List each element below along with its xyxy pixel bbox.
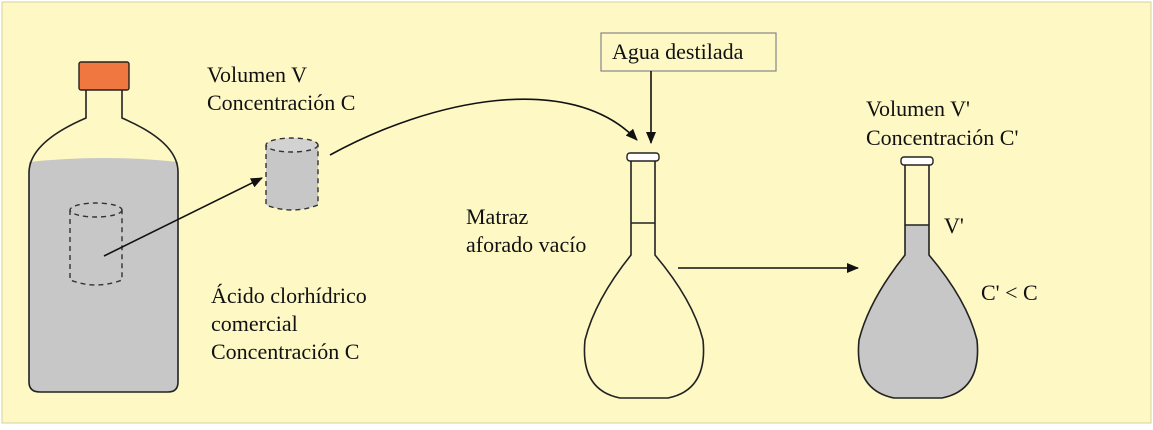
- acid-label-line1: Ácido clorhídrico: [211, 283, 367, 308]
- arrow-aliquot-to-flask: [329, 98, 638, 156]
- empty-flask-label-line2: aforado vacío: [466, 232, 586, 257]
- calibration-mark-label: V': [944, 213, 964, 238]
- dashed-aliquot-in-bottle: [69, 202, 123, 286]
- acid-label-line3: Concentración C: [211, 339, 359, 364]
- empty-volumetric-flask: [583, 152, 705, 399]
- bottle-outline: [28, 90, 179, 393]
- empty-flask-label-line1: Matraz: [466, 204, 529, 229]
- reagent-bottle: [28, 61, 179, 393]
- aliquot-cylinder: [265, 137, 319, 211]
- final-volume-label: Volumen V': [866, 96, 970, 121]
- bottle-liquid: [29, 158, 178, 392]
- acid-label-line2: comercial: [211, 311, 298, 336]
- sample-concentration-label: Concentración C: [207, 90, 355, 115]
- concentration-comparison-label: C' < C: [981, 280, 1038, 305]
- sample-volume-label: Volumen V: [207, 62, 307, 87]
- bottle-cap: [78, 61, 130, 91]
- water-label-box: [600, 32, 777, 72]
- final-concentration-label: Concentración C': [866, 125, 1018, 150]
- filled-flask-liquid: [858, 225, 978, 398]
- filled-volumetric-flask: [857, 156, 979, 399]
- water-label: Agua destilada: [612, 39, 744, 64]
- arrow-bottle-to-aliquot: [103, 177, 263, 257]
